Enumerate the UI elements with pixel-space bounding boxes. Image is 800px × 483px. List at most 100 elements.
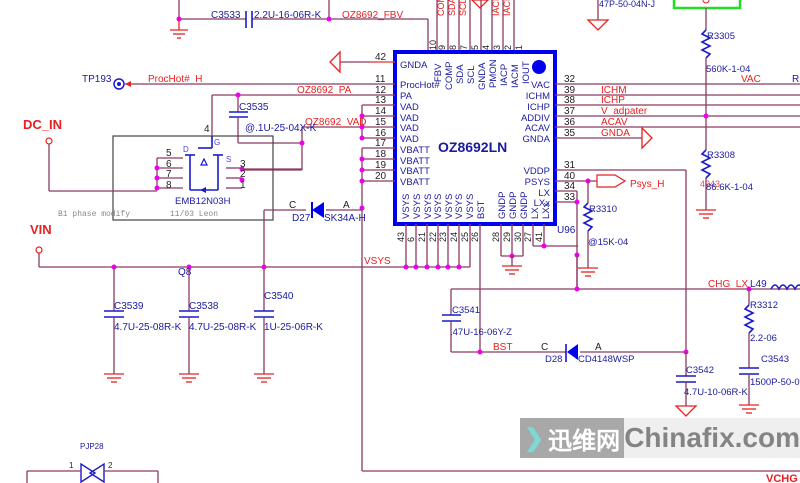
vin-vsys-rail: VIN VSYS Q8 xyxy=(30,222,470,278)
svg-text:29: 29 xyxy=(502,232,512,242)
svg-text:.47U-16-06Y-Z: .47U-16-06Y-Z xyxy=(450,327,512,338)
svg-text:10: 10 xyxy=(428,40,438,50)
svg-text:560K-1-04: 560K-1-04 xyxy=(706,64,750,75)
svg-text:Q8: Q8 xyxy=(178,267,192,278)
svg-text:IOUT: IOUT xyxy=(521,61,532,84)
tp193-label: TP193 xyxy=(82,74,112,85)
svg-text:ProcHot#: ProcHot# xyxy=(400,80,440,91)
svg-text:VSYS: VSYS xyxy=(364,256,391,267)
svg-text:9: 9 xyxy=(437,45,447,50)
svg-text:1500P-50-0: 1500P-50-0 xyxy=(750,377,800,388)
svg-text:ACAV: ACAV xyxy=(525,123,551,134)
svg-text:R3305: R3305 xyxy=(707,31,735,42)
ic-ref: U96 xyxy=(557,225,576,236)
svg-text:C3539: C3539 xyxy=(114,301,144,312)
svg-text:VSYS: VSYS xyxy=(454,194,465,219)
chg-lx-section: CHG_LX L49 C3541 .47U-16-06Y-Z BST C A D… xyxy=(442,255,800,417)
ground-icon xyxy=(170,19,188,39)
svg-text:2: 2 xyxy=(503,45,513,50)
svg-text:VSYS: VSYS xyxy=(465,194,476,219)
svg-text:VSYS: VSYS xyxy=(401,194,412,219)
svg-text:20: 20 xyxy=(375,171,387,182)
svg-text:LX: LX xyxy=(530,207,541,219)
svg-text:ACAV: ACAV xyxy=(601,117,628,128)
c3538: C3538 4.7U-25-08R-K xyxy=(179,267,257,383)
tp193-testpoint[interactable] xyxy=(113,78,131,90)
net-vad: OZ8692_VAD xyxy=(305,117,367,128)
svg-text:11: 11 xyxy=(375,74,386,85)
svg-text:VAD: VAD xyxy=(400,123,419,134)
svg-text:4: 4 xyxy=(204,124,210,135)
net-fbv: OZ8692_FBV xyxy=(342,10,403,21)
svg-text:27: 27 xyxy=(523,232,533,242)
svg-text:GNDA: GNDA xyxy=(601,128,630,139)
svg-text:GNDP: GNDP xyxy=(508,192,519,219)
gnda-arrow-icon xyxy=(641,126,653,150)
svg-text:18: 18 xyxy=(375,149,387,160)
gnda-arrow-icon xyxy=(471,0,489,9)
svg-text:25: 25 xyxy=(460,232,470,242)
c3535: C3535 @.1U-25-04X-K xyxy=(229,92,317,171)
svg-text:42: 42 xyxy=(375,52,387,63)
svg-text:23: 23 xyxy=(438,232,448,242)
svg-text:COMP: COMP xyxy=(436,0,446,16)
psys-r3310: Psys_H R3310 @15K-04 xyxy=(578,174,664,277)
svg-text:LXx: LXx xyxy=(534,198,551,209)
svg-text:VAD: VAD xyxy=(400,134,419,145)
svg-text:32: 32 xyxy=(564,74,576,85)
top-pin-wires xyxy=(436,0,515,52)
svg-text:3: 3 xyxy=(240,159,246,170)
svg-text:IACM: IACM xyxy=(502,0,512,16)
q8-mosfet: 4 5 6 7 8 3 2 1 D G S EMB12N03H B1 phase… xyxy=(58,95,274,221)
svg-text:1: 1 xyxy=(69,461,74,470)
pin1-marker xyxy=(532,60,546,74)
svg-text:3: 3 xyxy=(492,45,502,50)
svg-text:@.1U-25-04X-K: @.1U-25-04X-K xyxy=(245,123,317,134)
svg-text:V_adpater: V_adpater xyxy=(601,106,648,117)
d27-diode: C A D27 SK34A-H xyxy=(263,200,366,268)
svg-text:PJP28: PJP28 xyxy=(80,442,104,451)
svg-text:8: 8 xyxy=(166,180,172,191)
ic-left-pins: 42 11 12 13 14 15 16 17 18 19 20 GNDA Pr… xyxy=(125,50,440,268)
svg-text:86.6K-1-04: 86.6K-1-04 xyxy=(706,182,753,193)
svg-text:VAC: VAC xyxy=(741,74,761,85)
svg-text:ICHM: ICHM xyxy=(526,91,550,102)
svg-text:A: A xyxy=(343,200,350,211)
svg-text:R3312: R3312 xyxy=(750,300,778,311)
svg-text:A: A xyxy=(595,342,602,353)
svg-text:6: 6 xyxy=(166,159,172,170)
svg-text:BST: BST xyxy=(493,342,512,353)
svg-text:4.7U-25-08R-K: 4.7U-25-08R-K xyxy=(114,322,182,333)
svg-text:SDA: SDA xyxy=(455,64,466,84)
svg-text:VDDP: VDDP xyxy=(524,166,550,177)
svg-text:22: 22 xyxy=(428,232,438,242)
svg-text:CD4148WSP: CD4148WSP xyxy=(578,354,635,365)
connector-box xyxy=(672,0,742,10)
svg-text:21: 21 xyxy=(417,232,427,242)
svg-text:1U-25-06R-K: 1U-25-06R-K xyxy=(264,322,323,333)
watermark-en: Chinafix.com xyxy=(624,418,800,458)
ic-right-pins: 32 39 38 37 36 35 31 40 34 33 VAC ICHM I… xyxy=(521,74,800,352)
svg-text:COMP: COMP xyxy=(444,62,455,91)
svg-text:36: 36 xyxy=(564,117,576,128)
svg-text:IACM: IACM xyxy=(510,64,521,88)
svg-text:D: D xyxy=(183,145,189,154)
dc-in-port: DC_IN xyxy=(23,117,157,192)
net-pa: OZ8692_PA xyxy=(297,85,352,96)
svg-text:VSYS: VSYS xyxy=(423,194,434,219)
svg-text:39: 39 xyxy=(564,85,576,96)
svg-text:PMON: PMON xyxy=(488,59,499,88)
svg-text:ICHM: ICHM xyxy=(601,85,627,96)
svg-text:38: 38 xyxy=(564,95,576,106)
svg-text:BST: BST xyxy=(476,200,487,219)
junction-dot xyxy=(326,16,332,22)
svg-text:14: 14 xyxy=(375,106,387,117)
svg-text:41: 41 xyxy=(534,232,544,242)
svg-text:VBATT: VBATT xyxy=(400,156,430,167)
svg-text:Psys_H: Psys_H xyxy=(630,179,664,190)
svg-text:C3541: C3541 xyxy=(452,305,480,316)
c3533-ref: C3533 xyxy=(211,10,241,21)
svg-text:12: 12 xyxy=(375,85,387,96)
ic-top-pins: 10 9 8 7 5 4 3 2 1 FBV COMP SDA SCL GNDA… xyxy=(428,40,532,90)
svg-text:VSYS: VSYS xyxy=(444,194,455,219)
